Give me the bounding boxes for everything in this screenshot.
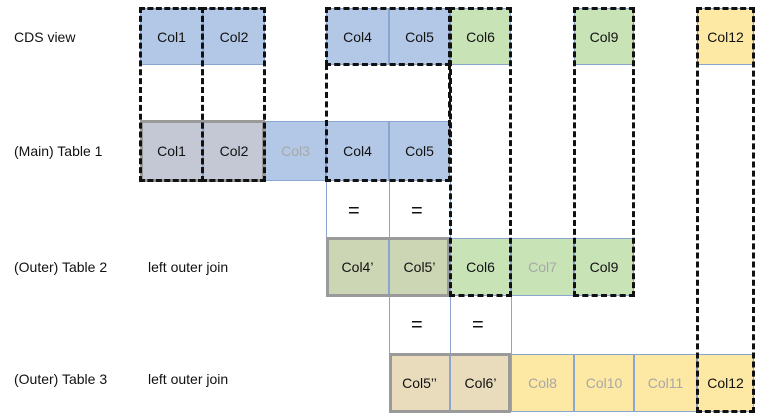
cds-cell-col12: Col12: [697, 8, 754, 65]
table1-cell-col4: Col4: [326, 121, 389, 181]
equals-sign: =: [348, 200, 360, 222]
column-mapping-col1: [139, 7, 204, 182]
table1-cell-col3: Col3: [265, 121, 326, 181]
connector-line: [511, 296, 512, 354]
join-label-table-3: left outer join: [148, 371, 229, 387]
column-mapping-col2: [201, 7, 266, 182]
connector-line: [326, 181, 327, 238]
table2-cell-col4-prime: Col4’: [326, 238, 389, 296]
table2-cell-col7: Col7: [511, 238, 574, 296]
connector-line: [389, 181, 390, 238]
connector-line: [450, 296, 451, 354]
table1-cell-col1: Col1: [140, 121, 203, 181]
table3-cell-col11: Col11: [634, 354, 697, 412]
table2-cell-col9: Col9: [574, 238, 634, 296]
table1-cell-col5: Col5: [389, 121, 450, 181]
table3-key-highlight: [389, 353, 511, 413]
equals-sign: =: [472, 314, 484, 336]
column-mapping-col6: [449, 7, 512, 297]
join-label-table-2: left outer join: [148, 259, 229, 275]
table3-cell-col12: Col12: [697, 354, 754, 412]
row-label-table-2: (Outer) Table 2: [14, 259, 108, 275]
column-mapping-col4-col5: [325, 64, 451, 182]
cds-cell-col1: Col1: [140, 8, 203, 65]
table3-cell-col10: Col10: [574, 354, 634, 412]
column-mapping-col4-col5-top: [325, 7, 451, 66]
column-mapping-col9: [573, 7, 635, 297]
table3-cell-col8: Col8: [511, 354, 574, 412]
row-label-cds-view: CDS view: [14, 29, 76, 45]
cds-cell-col4: Col4: [326, 8, 389, 65]
row-label-table-3: (Outer) Table 3: [14, 371, 108, 387]
row-label-table-1: (Main) Table 1: [14, 143, 103, 159]
table3-cell-col6-prime: Col6’: [450, 354, 511, 412]
column-mapping-col12: [696, 7, 755, 413]
table2-key-highlight: [326, 237, 450, 297]
equals-sign: =: [411, 200, 423, 222]
connector-line: [389, 296, 390, 354]
cds-cell-col6: Col6: [450, 8, 511, 65]
equals-sign: =: [411, 314, 423, 336]
